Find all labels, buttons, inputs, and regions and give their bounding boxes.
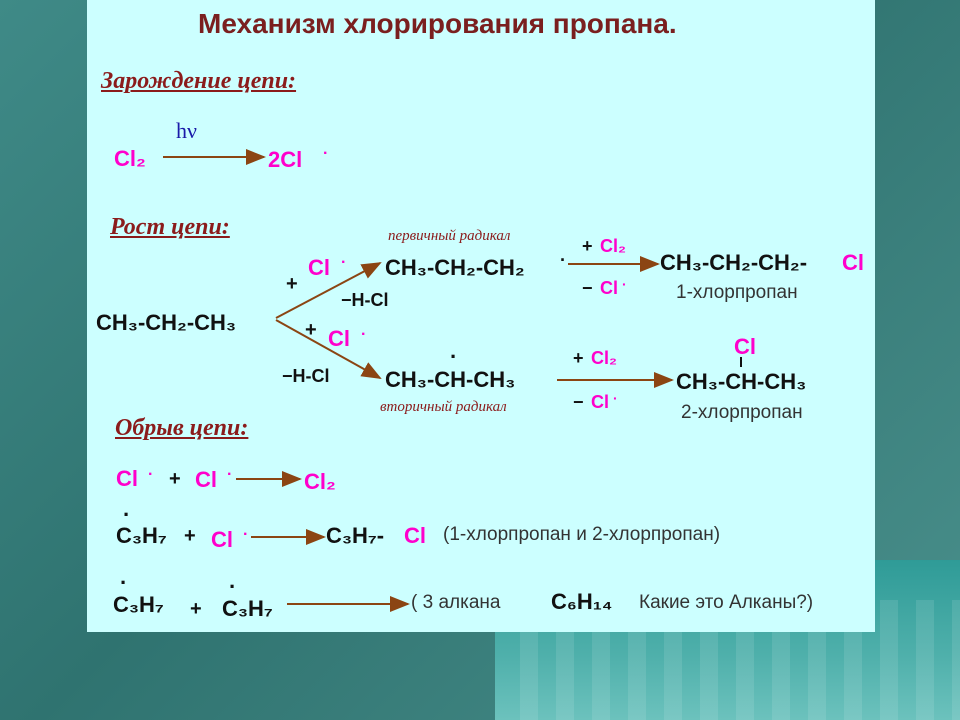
radical-dot: · [229, 574, 237, 599]
product-2-formula: CH₃-CH-CH₃ [676, 369, 807, 394]
term1-reactant-a: Cl [116, 466, 138, 491]
primary-radical: CH₃-CH₂-CH₂ [385, 255, 525, 280]
term2-product: C₃H₇- [326, 523, 385, 548]
lower-minus-hcl: −H-Cl [282, 366, 330, 386]
product-1-name: 1-хлорпропан [676, 282, 798, 303]
radical-dot: · [341, 254, 347, 271]
slide-panel [87, 0, 875, 632]
term3-reactant-a: C₃H₇ [113, 592, 164, 617]
lower-minus2: − [573, 392, 584, 412]
secondary-radical: CH₃-CH-CH₃ [385, 367, 516, 392]
secondary-radical-label: вторичный радикал [380, 399, 507, 415]
term2-product-cl: Cl [404, 523, 426, 548]
upper-plus: + [286, 273, 298, 295]
primary-radical-label: первичный радикал [388, 228, 511, 244]
initiation-condition: hν [176, 118, 197, 143]
propane-formula: CH₃-CH₂-CH₃ [96, 310, 237, 335]
radical-dot: · [227, 466, 233, 483]
term3-note-close: Какие это Алканы?) [639, 592, 814, 613]
arrow-branch-upper [275, 262, 382, 319]
lower-minus2-reagent: Cl [591, 392, 609, 412]
term2-reactant-b: Cl [211, 527, 233, 552]
section-termination: Обрыв цепи: [115, 415, 249, 441]
radical-dot: · [622, 276, 627, 292]
product-1-formula: CH₃-CH₂-CH₂- [660, 250, 808, 275]
lower-plus: + [305, 319, 317, 341]
section-initiation: Зарождение цепи: [101, 68, 297, 94]
lower-reagent: Cl [328, 326, 350, 351]
term2-plus: + [184, 525, 196, 547]
radical-dot: · [120, 570, 128, 595]
product-2-name: 2-хлорпропан [681, 402, 803, 423]
section-propagation: Рост цепи: [110, 214, 230, 240]
term3-formula: C₆H₁₄ [551, 589, 613, 614]
term2-reactant-a: C₃H₇ [116, 523, 167, 548]
lower-plus2: + [573, 348, 584, 368]
radical-dot: · [148, 466, 154, 483]
initiation-reactant: Cl₂ [114, 146, 146, 171]
term3-plus: + [190, 598, 202, 620]
lower-reagent2: Cl₂ [591, 348, 617, 368]
radical-dot: · [613, 390, 618, 406]
term2-note: (1-хлорпропан и 2-хлорпропан) [443, 524, 721, 545]
upper-minus2-reagent: Cl [600, 278, 618, 298]
page-title: Механизм хлорирования пропана. [198, 8, 677, 39]
radical-dot: · [361, 326, 367, 343]
term3-note-open: ( 3 алкана [411, 592, 501, 613]
radical-dot: · [243, 526, 249, 543]
term1-product: Cl₂ [304, 469, 336, 494]
upper-plus2: + [582, 236, 593, 256]
radical-dot: · [323, 145, 329, 162]
radical-dot: · [450, 344, 458, 369]
upper-reagent: Cl [308, 255, 330, 280]
radical-dot: · [123, 502, 131, 527]
product-2-cl: Cl [734, 334, 756, 359]
upper-reagent2: Cl₂ [600, 236, 626, 256]
radical-dot: · [560, 250, 566, 270]
initiation-product: 2Cl [268, 147, 303, 172]
term3-reactant-b: C₃H₇ [222, 596, 273, 621]
arrow-branch-lower [275, 319, 382, 379]
product-1-cl: Cl [842, 250, 864, 275]
term1-plus: + [169, 468, 181, 490]
upper-minus-hcl: −H-Cl [341, 290, 389, 310]
term1-reactant-b: Cl [195, 467, 217, 492]
upper-minus2: − [582, 278, 593, 298]
